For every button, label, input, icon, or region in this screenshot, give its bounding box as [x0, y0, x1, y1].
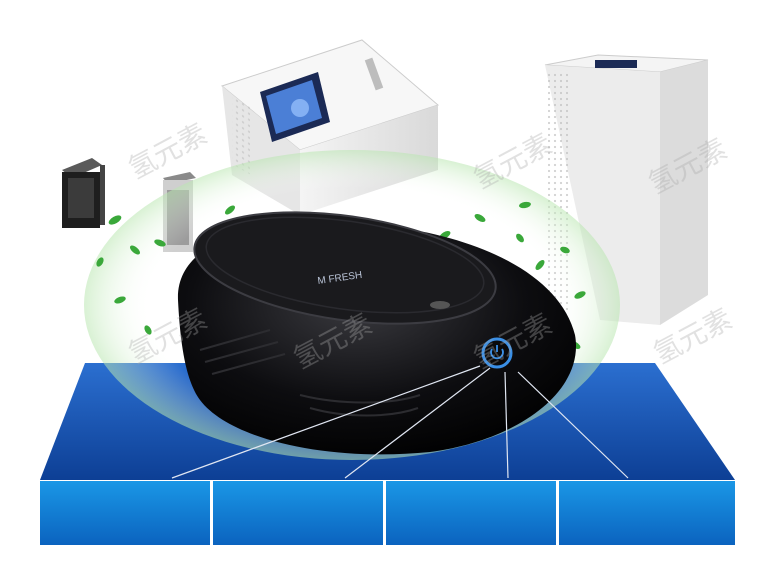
platform-panel — [40, 481, 210, 545]
small-purifier-black — [62, 158, 105, 228]
power-button[interactable] — [481, 337, 513, 369]
platform-panel — [213, 481, 383, 545]
power-icon — [490, 345, 504, 360]
dome-purifier: M FRESH — [177, 211, 577, 455]
platform-panel — [559, 481, 735, 545]
platform-front — [40, 481, 735, 545]
callout-lines — [171, 365, 629, 479]
platform-panel — [386, 481, 556, 545]
